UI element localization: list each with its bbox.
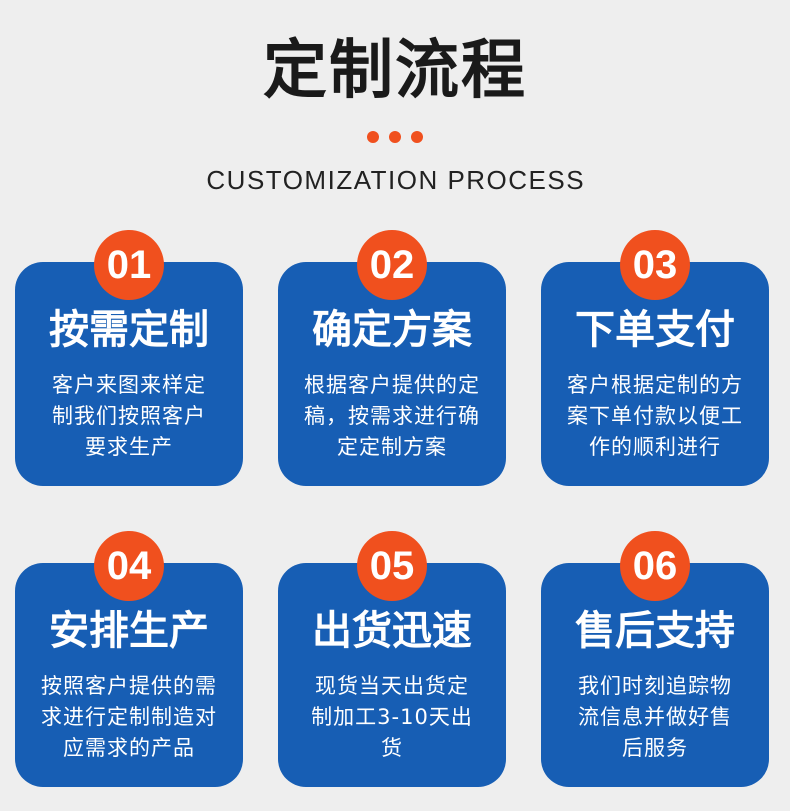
step-description-line: 作的顺利进行 [589,435,721,459]
step-description: 客户根据定制的方 案下单付款以便工 作的顺利进行 [541,370,769,463]
step-number: 02 [369,242,415,287]
decorative-dot [389,131,401,143]
step-description-line: 按照客户提供的需 [41,674,217,698]
step-description-line: 应需求的产品 [63,736,195,760]
step-description: 客户来图来样定 制我们按照客户 要求生产 [15,370,243,463]
step-description-line: 客户根据定制的方 [567,373,743,397]
step-description-line: 案下单付款以便工 [567,404,743,428]
step-number-badge: 05 [357,531,427,601]
step-card-2: 02 确定方案 根据客户提供的定 稿，按需求进行确 定定制方案 [278,230,506,486]
step-title: 按需定制 [49,307,209,353]
step-description: 按照客户提供的需 求进行定制制造对 应需求的产品 [15,671,243,764]
step-title: 安排生产 [49,608,209,654]
step-card-6: 06 售后支持 我们时刻追踪物 流信息并做好售 后服务 [541,531,769,787]
step-title: 下单支付 [575,307,735,353]
step-description-line: 根据客户提供的定 [304,373,480,397]
step-title: 确定方案 [312,307,472,353]
step-description-line: 流信息并做好售 [578,705,732,729]
page-title: 定制流程 [263,34,527,108]
step-description-line: 制我们按照客户 [52,404,206,428]
dots-divider [0,131,790,143]
step-number: 01 [106,242,152,287]
step-title: 售后支持 [575,608,735,654]
page-subtitle: CUSTOMIZATION PROCESS [206,165,586,195]
step-description: 根据客户提供的定 稿，按需求进行确 定定制方案 [278,370,506,463]
step-number-badge: 01 [94,230,164,300]
step-number: 04 [106,543,152,588]
step-number-badge: 03 [620,230,690,300]
step-description-line: 后服务 [622,736,688,760]
step-description: 现货当天出货定 制加工3-10天出 货 [278,671,506,764]
step-description-line: 定定制方案 [337,435,447,459]
decorative-dot [367,131,379,143]
step-description-line: 要求生产 [85,435,173,459]
step-description-line: 现货当天出货定 [315,674,469,698]
step-number-badge: 04 [94,531,164,601]
decorative-dot [411,131,423,143]
step-description-line: 制加工3-10天出 [311,705,473,729]
step-description-line: 稿，按需求进行确 [304,404,480,428]
step-card-5: 05 出货迅速 现货当天出货定 制加工3-10天出 货 [278,531,506,787]
step-description-line: 求进行定制制造对 [41,705,217,729]
step-number: 05 [369,543,415,588]
step-card-1: 01 按需定制 客户来图来样定 制我们按照客户 要求生产 [15,230,243,486]
step-card-4: 04 安排生产 按照客户提供的需 求进行定制制造对 应需求的产品 [15,531,243,787]
step-number: 06 [632,543,678,588]
step-card-3: 03 下单支付 客户根据定制的方 案下单付款以便工 作的顺利进行 [541,230,769,486]
step-description-line: 客户来图来样定 [52,373,206,397]
step-number-badge: 02 [357,230,427,300]
step-description-line: 货 [381,736,403,760]
step-number: 03 [632,242,678,287]
step-description: 我们时刻追踪物 流信息并做好售 后服务 [541,671,769,764]
step-number-badge: 06 [620,531,690,601]
step-title: 出货迅速 [312,608,472,654]
step-description-line: 我们时刻追踪物 [578,674,732,698]
